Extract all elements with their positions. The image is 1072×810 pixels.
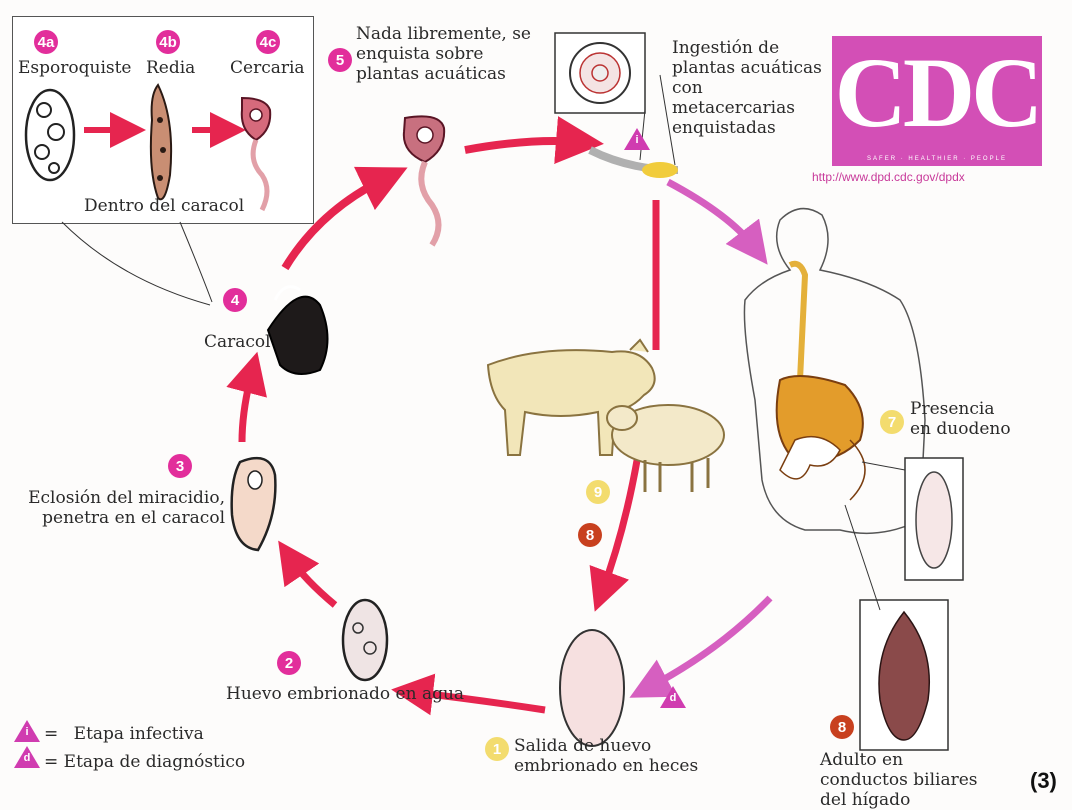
free-cercaria-icon [404, 116, 444, 245]
arrow-cercaria-to-plant [465, 141, 580, 150]
arrow-animals-to-egg [602, 455, 638, 592]
badge-4: 4 [223, 288, 247, 312]
label-stage-2: Huevo embrionado en agua [226, 684, 464, 704]
label-esporoquiste: Esporoquiste [18, 58, 132, 78]
label-stage-7: Presencia en duodeno [910, 399, 1020, 439]
label-stage-1: Salida de huevo embrionado en heces [514, 736, 714, 776]
arrow-snail-to-cercaria [285, 178, 386, 268]
badge-8-right: 8 [830, 715, 854, 739]
sporocyst-icon [26, 90, 74, 180]
figure-number: (3) [1030, 768, 1057, 794]
badge-5: 5 [328, 48, 352, 72]
label-stage-8: Adulto en conductos biliares del hígado [820, 750, 990, 810]
metacercaria-plant-icon [555, 33, 678, 178]
label-stage-3: Eclosión del miracidio, penetra en el ca… [20, 488, 225, 528]
cdc-url-link[interactable]: http://www.dpd.cdc.gov/dpdx [812, 170, 965, 184]
badge-4b: 4b [156, 30, 180, 54]
badge-2: 2 [277, 651, 301, 675]
miracidium-icon [232, 458, 276, 550]
legend-infective-icon: i [14, 720, 40, 742]
badge-4c: 4c [256, 30, 280, 54]
redia-icon [151, 85, 171, 199]
label-stage-5: Nada libremente, se enquista sobre plant… [356, 24, 536, 84]
label-cercaria: Cercaria [230, 58, 305, 78]
label-ingestion: Ingestión de plantas acuáticas con metac… [672, 38, 822, 138]
label-redia: Redia [146, 58, 195, 78]
arrow-plant-to-human [668, 182, 755, 248]
human-icon [744, 209, 925, 534]
legend-diagnostic-icon: d [14, 746, 40, 768]
legend-infective-label: = Etapa infectiva [44, 724, 204, 744]
cercaria-icon [242, 98, 270, 210]
badge-8-left: 8 [578, 523, 602, 547]
label-inside-snail: Dentro del caracol [84, 196, 244, 216]
snail-icon [268, 287, 328, 374]
badge-9: 9 [586, 480, 610, 504]
badge-3: 3 [168, 454, 192, 478]
duodenum-fluke-icon [916, 472, 952, 568]
cdc-logo: CDC SAFER · HEALTHIER · PEOPLE [832, 36, 1042, 166]
sheep-icon [607, 405, 724, 492]
badge-7: 7 [880, 410, 904, 434]
cdc-logo-tagline: SAFER · HEALTHIER · PEOPLE [832, 156, 1042, 162]
label-caracol: Caracol [204, 332, 271, 352]
badge-4a: 4a [34, 30, 58, 54]
embryonated-egg-icon [343, 600, 387, 680]
cdc-logo-text: CDC [832, 38, 1042, 148]
diagnostic-stage-marker: d [660, 686, 686, 708]
arrow-water-egg-to-miracidium [290, 558, 335, 605]
badge-1: 1 [485, 737, 509, 761]
arrow-human-to-egg [648, 598, 770, 688]
arrow-miracidium-to-snail [242, 372, 252, 442]
legend-diagnostic-label: = Etapa de diagnóstico [44, 752, 245, 772]
fecal-egg-icon [560, 630, 624, 746]
infective-stage-marker: i [624, 128, 650, 150]
